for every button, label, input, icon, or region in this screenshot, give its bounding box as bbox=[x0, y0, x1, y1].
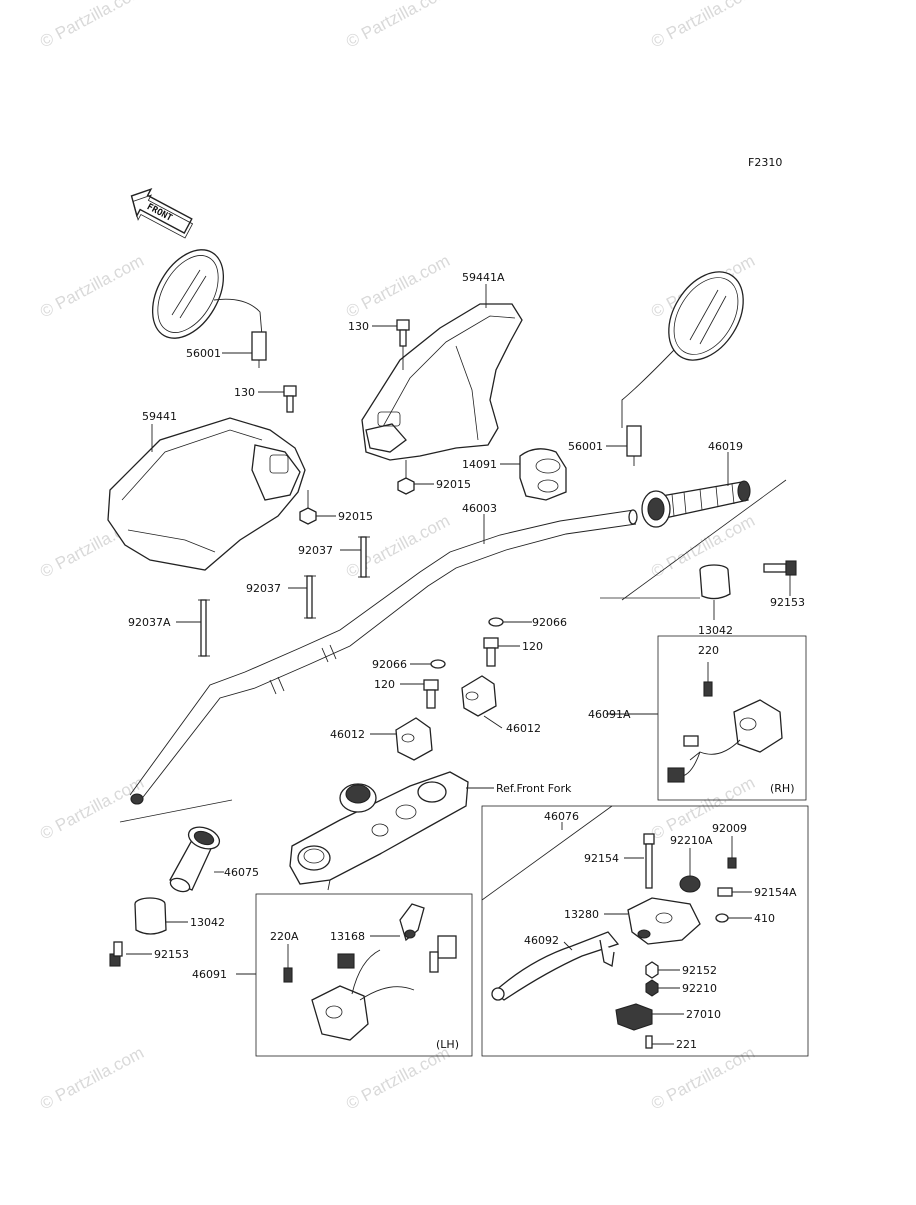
handlebar bbox=[129, 509, 638, 805]
part-label: 46019 bbox=[708, 440, 743, 453]
lh-switch-panel bbox=[236, 893, 473, 1057]
part-label: 220 bbox=[698, 644, 719, 657]
part-label: 220A bbox=[270, 930, 299, 943]
watermark: © Partzilla.com bbox=[648, 0, 758, 52]
cap-14091 bbox=[519, 448, 567, 501]
part-label: 56001 bbox=[568, 440, 603, 453]
part-label: 46076 bbox=[544, 810, 579, 823]
front-arrow-icon: FRONT bbox=[130, 188, 194, 239]
watermark: © Partzilla.com bbox=[648, 1043, 758, 1114]
part-label: 92154A bbox=[754, 886, 797, 899]
watermark: © Partzilla.com bbox=[37, 773, 147, 844]
part-label: 92037 bbox=[246, 582, 281, 595]
bar-end-weight-left bbox=[134, 897, 167, 935]
left-grip bbox=[119, 799, 233, 893]
part-label: Ref.Front Fork bbox=[496, 782, 572, 795]
part-label: 92210 bbox=[682, 982, 717, 995]
part-label: 130 bbox=[348, 320, 369, 333]
part-label: 130 bbox=[234, 386, 255, 399]
part-label: 92066 bbox=[372, 658, 407, 671]
rh-switch-panel bbox=[600, 597, 807, 801]
bolt-130-center bbox=[396, 319, 410, 370]
bolt-92154 bbox=[643, 833, 655, 889]
clutch-lever-46092 bbox=[491, 931, 620, 1001]
part-label: 410 bbox=[754, 912, 775, 925]
bolt-92154A bbox=[717, 887, 752, 897]
nut-92210 bbox=[645, 979, 680, 997]
part-label: 46012 bbox=[330, 728, 365, 741]
part-label: 92153 bbox=[154, 948, 189, 961]
part-label: 92015 bbox=[436, 478, 471, 491]
part-label: 92009 bbox=[712, 822, 747, 835]
bolt-130-left bbox=[283, 385, 297, 413]
bolt-120-left bbox=[423, 679, 439, 709]
watermark: © Partzilla.com bbox=[343, 1043, 453, 1114]
watermark: © Partzilla.com bbox=[343, 251, 453, 322]
screw-221 bbox=[645, 1035, 674, 1049]
washer-92066-left bbox=[430, 659, 446, 669]
part-label: 13168 bbox=[330, 930, 365, 943]
washer-410 bbox=[715, 913, 752, 923]
washer-92066-right bbox=[488, 617, 504, 627]
part-label: 120 bbox=[374, 678, 395, 691]
throttle-grip bbox=[621, 479, 787, 601]
clamp-92037A bbox=[198, 599, 210, 657]
part-label: 46091A bbox=[588, 708, 631, 721]
lh-tag: (LH) bbox=[436, 1038, 459, 1051]
part-label: 120 bbox=[522, 640, 543, 653]
part-label: 46003 bbox=[462, 502, 497, 515]
part-label: 92037A bbox=[128, 616, 171, 629]
watermark: © Partzilla.com bbox=[343, 0, 453, 52]
part-label: 56001 bbox=[186, 347, 221, 360]
part-label: 46092 bbox=[524, 934, 559, 947]
left-mirror bbox=[151, 249, 267, 368]
part-label: 14091 bbox=[462, 458, 497, 471]
adjuster-92210A bbox=[679, 848, 701, 893]
part-label: 46091 bbox=[192, 968, 227, 981]
part-label: 27010 bbox=[686, 1008, 721, 1021]
nut-92015-left bbox=[299, 490, 317, 525]
clamp-92037-middle bbox=[304, 575, 316, 619]
part-label: 46075 bbox=[224, 866, 259, 879]
part-label: 92152 bbox=[682, 964, 717, 977]
clamp-92037-upper bbox=[358, 536, 370, 578]
right-handguard bbox=[361, 303, 523, 461]
part-label: 59441A bbox=[462, 271, 505, 284]
nut-92152 bbox=[645, 961, 680, 979]
part-label: 92210A bbox=[670, 834, 713, 847]
front-fork-triple-clamp bbox=[289, 771, 469, 891]
part-label: 92153 bbox=[770, 596, 805, 609]
part-label: 59441 bbox=[142, 410, 177, 423]
watermark: © Partzilla.com bbox=[37, 251, 147, 322]
watermark: © Partzilla.com bbox=[37, 0, 147, 52]
bar-end-weight-right bbox=[699, 564, 731, 620]
right-mirror bbox=[621, 271, 744, 466]
part-label: 92154 bbox=[584, 852, 619, 865]
part-label: 92037 bbox=[298, 544, 333, 557]
handlebar-holder-right bbox=[461, 675, 497, 717]
rh-tag: (RH) bbox=[770, 782, 795, 795]
part-label: 13042 bbox=[190, 916, 225, 929]
nut-92015-center bbox=[397, 460, 415, 495]
watermark: © Partzilla.com bbox=[37, 1043, 147, 1114]
bolt-92153-left bbox=[109, 941, 123, 967]
part-label: 13280 bbox=[564, 908, 599, 921]
part-label: 13042 bbox=[698, 624, 733, 637]
switch-27010 bbox=[615, 1003, 684, 1031]
part-label: 92066 bbox=[532, 616, 567, 629]
screw-92009 bbox=[727, 836, 737, 869]
lever-assembly-panel bbox=[481, 805, 809, 1057]
left-handguard bbox=[107, 417, 306, 571]
part-label: 46012 bbox=[506, 722, 541, 735]
bolt-120-right bbox=[483, 637, 499, 667]
part-label: 221 bbox=[676, 1038, 697, 1051]
lever-holder-13280 bbox=[627, 897, 701, 945]
bolt-92153-right bbox=[763, 560, 797, 576]
handlebar-holder-left bbox=[395, 717, 433, 761]
diagram-code: F2310 bbox=[748, 156, 782, 169]
part-label: 92015 bbox=[338, 510, 373, 523]
